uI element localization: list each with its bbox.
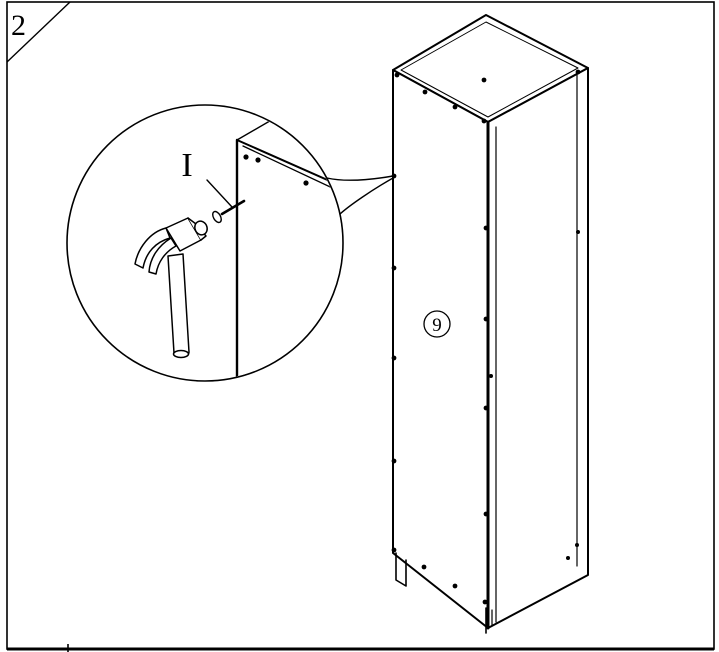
step-number: 2 [11,9,26,42]
cabinet-plinth-left [395,552,407,587]
panel-9-face [392,69,489,629]
hammer-icon [134,217,208,359]
nail-icon [212,199,246,224]
cabinet [392,14,589,634]
cabinet-top-panel [400,21,579,118]
detail-callout-pointer [326,175,394,215]
part-label-leader [206,179,233,208]
part-label: I [181,147,192,184]
panel-number-label: 9 [423,310,451,338]
cabinet-nail-holes [391,69,581,605]
page-frame [6,1,715,652]
detail-callout-circle: I [66,104,344,382]
cabinet-side-face [487,67,589,629]
step-number-tab: 2 [6,1,71,63]
panel-number: 9 [432,315,442,336]
